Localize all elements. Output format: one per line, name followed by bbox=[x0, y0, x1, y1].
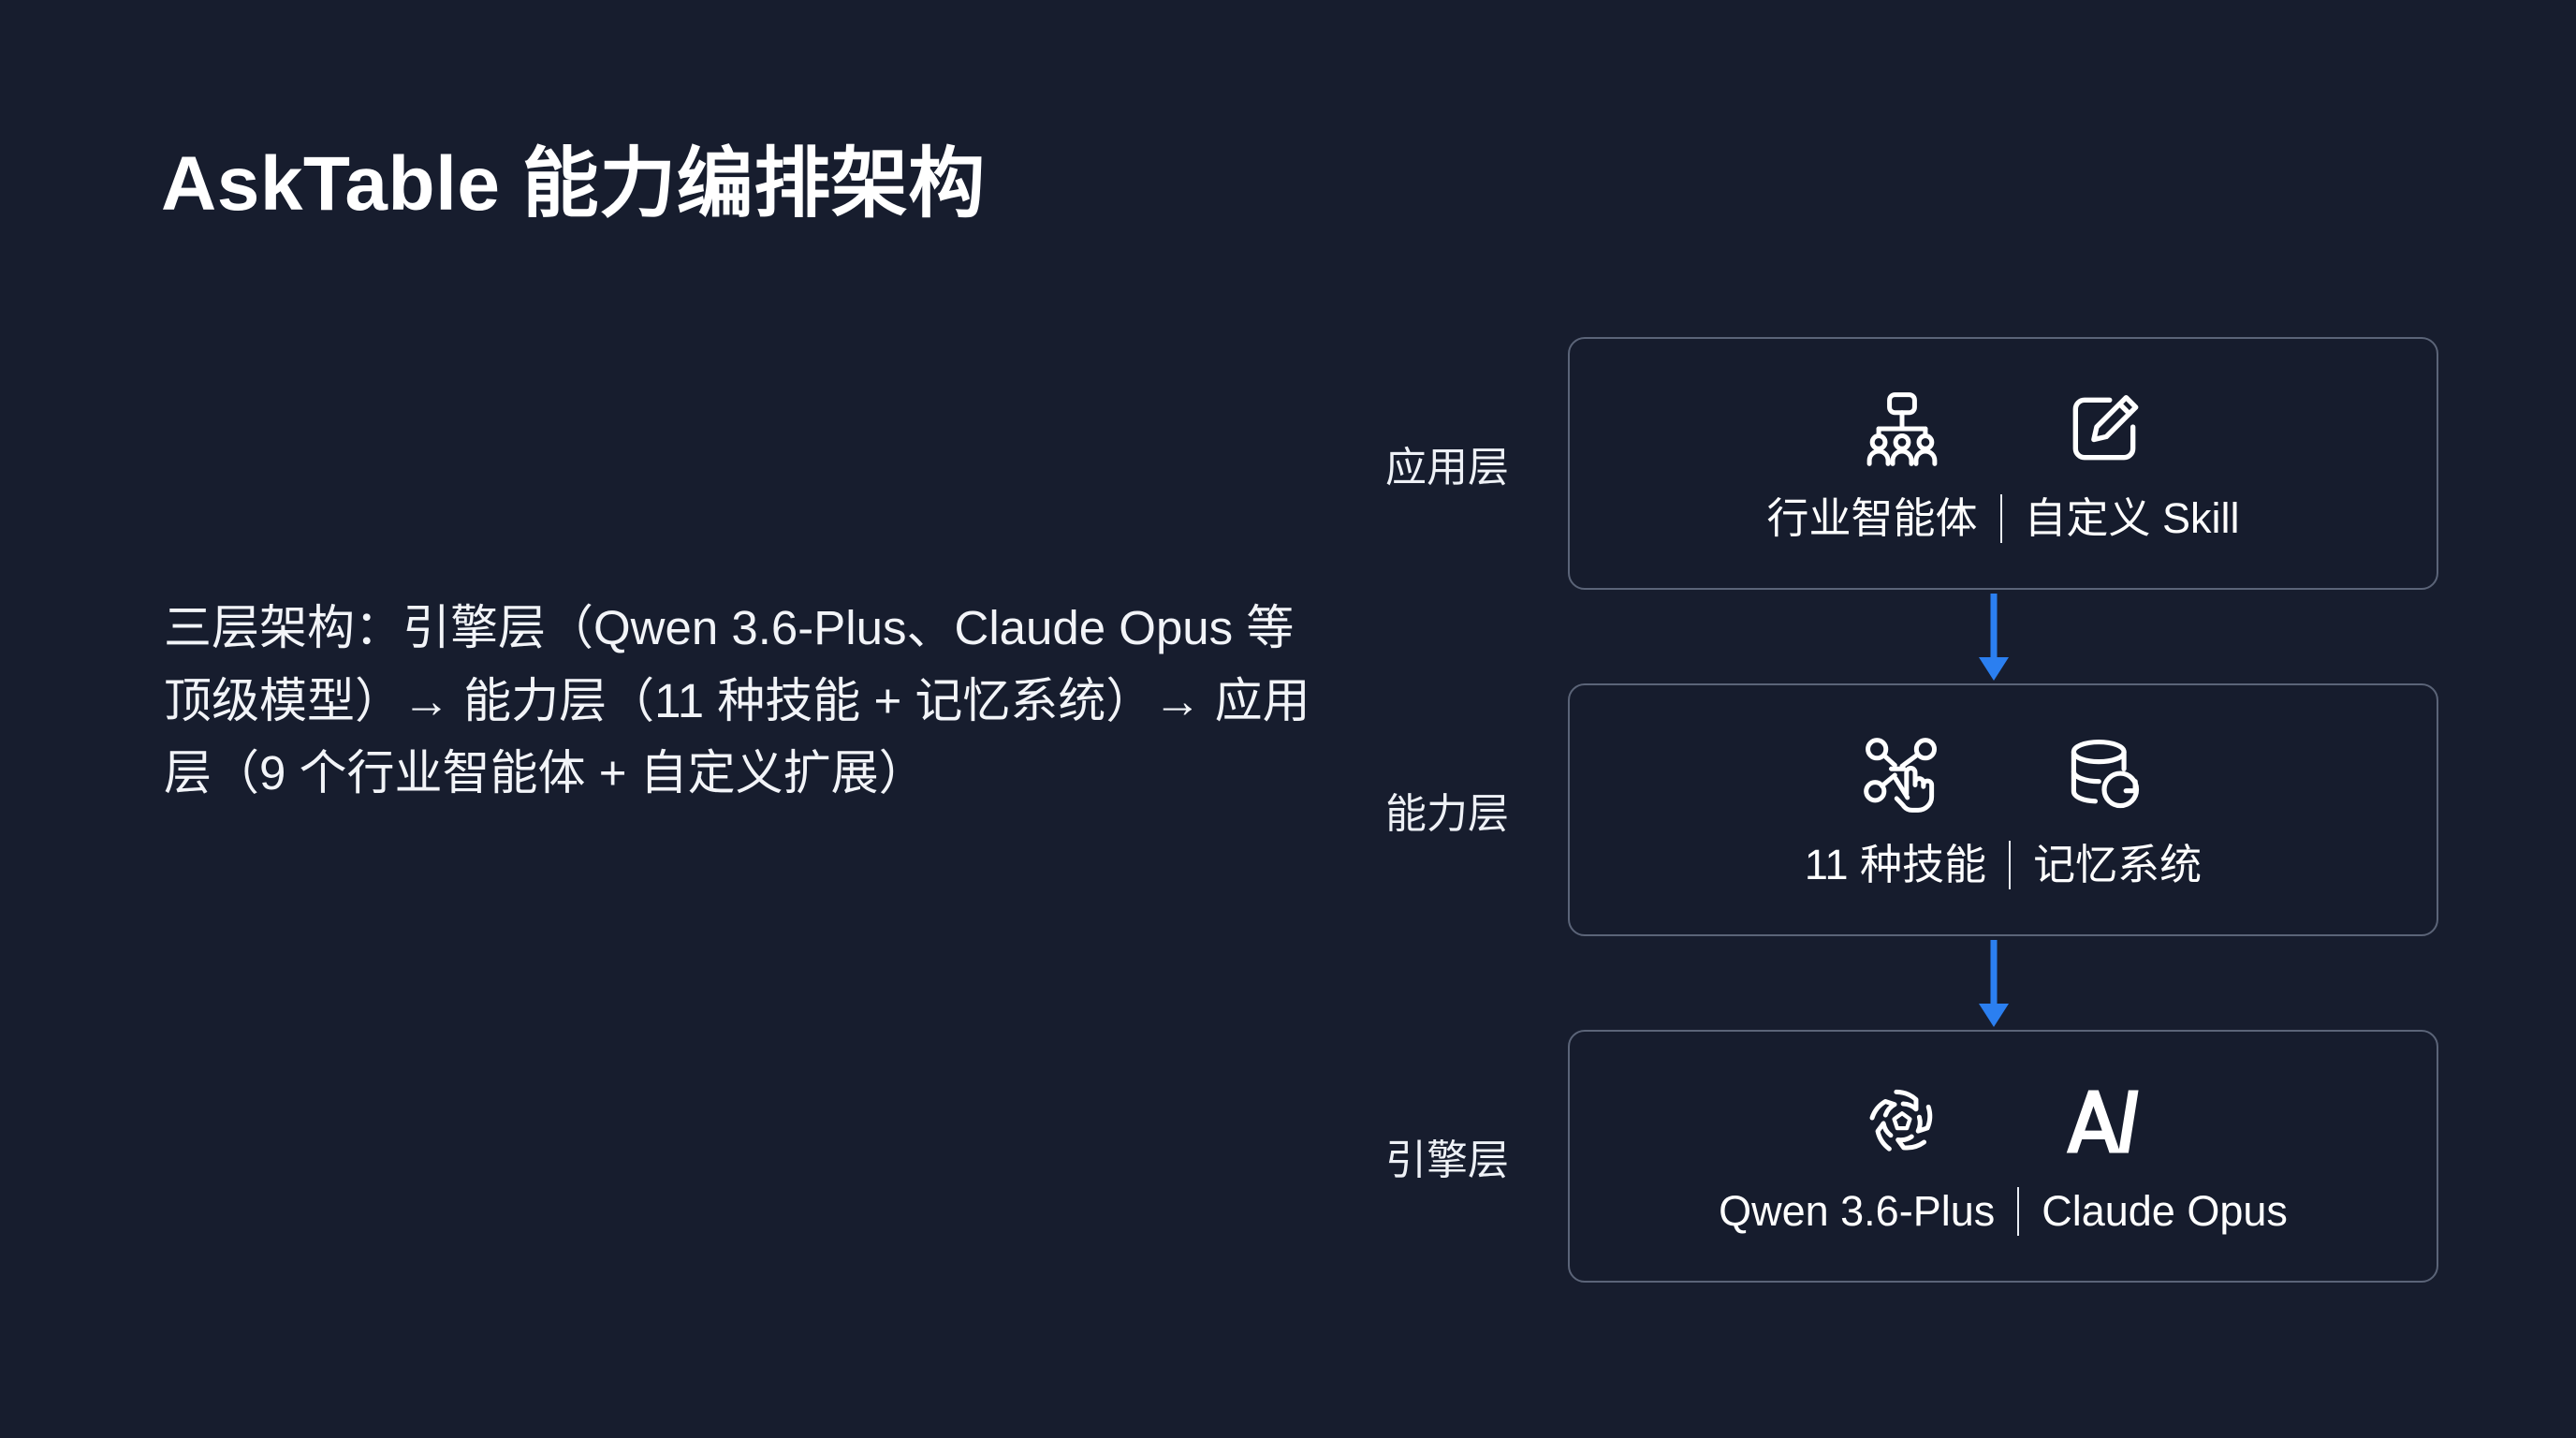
layer-label-application: 应用层 bbox=[1385, 445, 1509, 491]
caption-right-capability: 记忆系统 bbox=[2033, 841, 2203, 889]
caption-left-engine: Qwen 3.6-Plus bbox=[1719, 1187, 1996, 1236]
layer-row-application: 应用层 bbox=[1367, 337, 2438, 590]
layer-row-capability: 能力层 bbox=[1367, 683, 2438, 936]
arrow-down-icon-1 bbox=[1966, 590, 2022, 683]
icon-row-application bbox=[1857, 384, 2149, 474]
body-paragraph: 三层架构：引擎层（Qwen 3.6-Plus、Claude Opus 等顶级模型… bbox=[164, 601, 1310, 800]
openai-swirl-icon bbox=[1857, 1077, 1947, 1167]
org-chart-icon bbox=[1857, 384, 1947, 474]
layer-label-capability: 能力层 bbox=[1385, 791, 1509, 837]
icon-row-capability bbox=[1857, 730, 2149, 820]
layer-card-engine[interactable]: Qwen 3.6-Plus Claude Opus bbox=[1568, 1030, 2438, 1283]
caption-right-application: 自定义 Skill bbox=[2024, 494, 2240, 543]
caption-separator bbox=[1999, 494, 2002, 543]
caption-left-application: 行业智能体 bbox=[1766, 494, 1978, 543]
database-sync-icon bbox=[2059, 730, 2149, 820]
caption-left-capability: 11 种技能 bbox=[1804, 841, 1987, 889]
caption-right-engine: Claude Opus bbox=[2042, 1187, 2288, 1236]
architecture-diagram: 应用层 bbox=[1367, 337, 2438, 1283]
layer-card-capability[interactable]: 11 种技能 记忆系统 bbox=[1568, 683, 2438, 936]
card-caption-engine: Qwen 3.6-Plus Claude Opus bbox=[1719, 1187, 2288, 1236]
layer-label-engine: 引擎层 bbox=[1385, 1137, 1509, 1183]
card-caption-application: 行业智能体 自定义 Skill bbox=[1766, 494, 2240, 543]
caption-separator bbox=[2009, 841, 2012, 889]
card-caption-capability: 11 种技能 记忆系统 bbox=[1805, 841, 2202, 889]
icon-row-engine bbox=[1857, 1077, 2149, 1167]
anthropic-a-icon bbox=[2059, 1077, 2149, 1167]
edit-square-icon bbox=[2059, 384, 2149, 474]
arrow-down-icon-2 bbox=[1966, 936, 2022, 1030]
caption-separator bbox=[2017, 1187, 2020, 1236]
layer-row-engine: 引擎层 bbox=[1367, 1030, 2438, 1283]
layer-card-application[interactable]: 行业智能体 自定义 Skill bbox=[1568, 337, 2438, 590]
page-title: AskTable 能力编排架构 bbox=[161, 141, 986, 227]
skill-network-hand-icon bbox=[1857, 730, 1947, 820]
